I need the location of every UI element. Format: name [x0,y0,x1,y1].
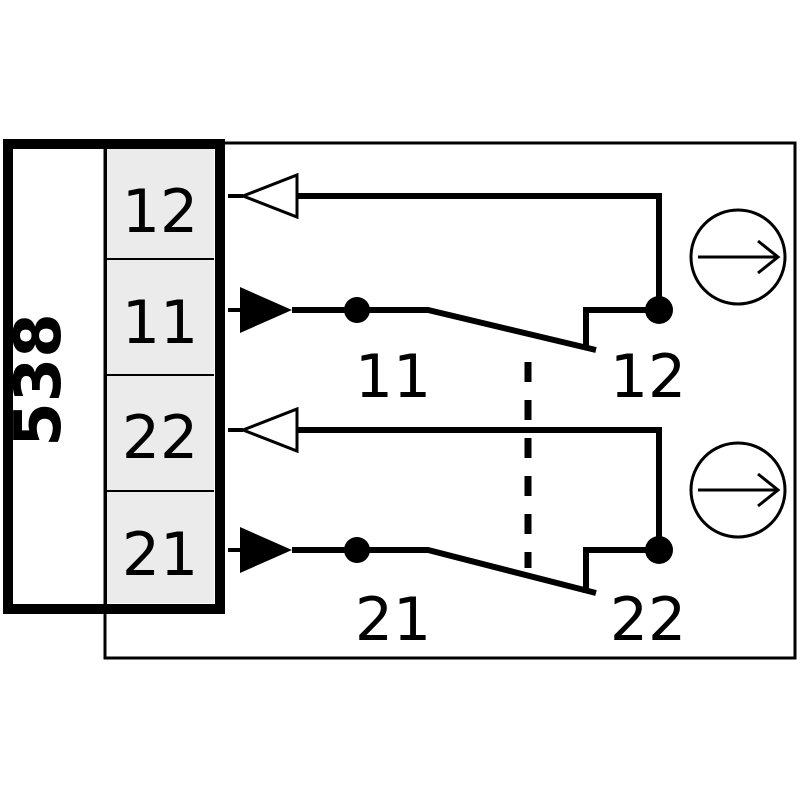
contact-label-21: 21 [355,585,431,655]
fixed-contact [583,307,659,350]
input-arrow-icon [240,287,292,333]
input-arrow-icon [240,527,292,573]
contact-blade [357,547,597,596]
terminal-cell-2 [107,260,214,374]
terminal-block [105,145,214,605]
terminal-label-22: 22 [122,403,198,473]
terminal-label-21: 21 [122,520,198,590]
terminal-cell-4 [107,492,214,603]
contact-node [645,536,673,564]
terminal-label-11: 11 [122,288,198,358]
contact-1: 11 12 [228,172,686,412]
contact-label-11: 11 [355,342,431,412]
terminal-cell-1 [107,147,214,258]
contact-node [645,296,673,324]
output-arrow-icon [238,406,299,454]
positive-opening-arrow-icon [689,208,787,306]
wire [297,193,662,310]
contact-2: 21 22 [228,406,686,655]
terminal-cell-3 [107,376,214,490]
output-arrow-icon [238,172,299,220]
fixed-contact [583,547,659,593]
terminal-label-12: 12 [122,177,198,247]
contact-label-12: 12 [610,342,686,412]
device-box [3,139,225,614]
contact-label-22: 22 [610,585,686,655]
positive-opening-arrow-icon [689,441,787,539]
wire [297,427,662,550]
contact-blade [357,307,597,353]
device-code: 538 [2,313,76,447]
